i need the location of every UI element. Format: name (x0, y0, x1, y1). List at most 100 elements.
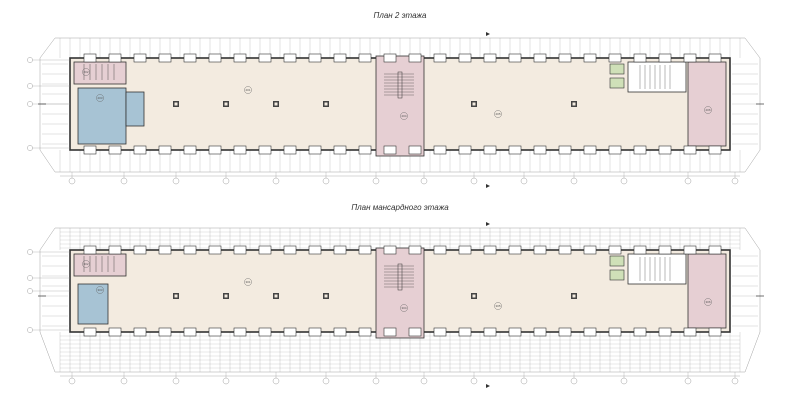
floor2-wc (609, 77, 625, 89)
floor2-wall-pier (508, 53, 522, 63)
attic-wall-pier (133, 327, 147, 337)
attic-room-tag (400, 304, 408, 312)
attic-blue-room (77, 283, 109, 325)
attic-wall-pier (183, 245, 197, 255)
attic-wall-pier (558, 327, 572, 337)
attic-stair-well (397, 263, 403, 291)
floor2-wall-pier (158, 53, 172, 63)
attic-row-axis-marker (27, 288, 33, 294)
attic-left-stair (73, 253, 127, 277)
attic-wall-pier (283, 327, 297, 337)
attic-wall-pier (708, 327, 722, 337)
attic-room-number: 305 (495, 304, 500, 308)
floor2-room-tag (704, 106, 712, 114)
attic-wall-pier (333, 327, 347, 337)
attic-axis-marker (731, 377, 739, 385)
floor2-wall-pier (83, 53, 97, 63)
floor2-room-number: 203 (97, 96, 102, 100)
attic-room-number: 304 (401, 306, 406, 310)
floor2-wall-pier (83, 145, 97, 155)
floor2-axis-marker (372, 177, 380, 185)
attic-wall-pier (633, 327, 647, 337)
attic-wc (609, 269, 625, 281)
attic-wall-pier (108, 245, 122, 255)
floor2-stair-well (397, 71, 403, 99)
floor2-axis-marker (731, 177, 739, 185)
floor2-wall-pier (633, 53, 647, 63)
floor2-wall-pier (333, 145, 347, 155)
attic-center-stair (375, 247, 425, 339)
attic-wall-pier (158, 245, 172, 255)
attic-axis-marker (68, 377, 76, 385)
attic-wall-pier (108, 327, 122, 337)
floor2-column-core (174, 102, 178, 106)
floor2-row-axis-marker (27, 101, 33, 107)
floor2-wall-pier (283, 145, 297, 155)
floor2-wall-pier (258, 145, 272, 155)
floor2-wall-pier (383, 53, 397, 63)
attic-room-tag (244, 278, 252, 286)
floor2-room-tag (494, 110, 502, 118)
floor2-axis-marker (620, 177, 628, 185)
floor2-column-core (324, 102, 328, 106)
attic-axis-marker (684, 377, 692, 385)
attic-wall-pier (258, 245, 272, 255)
floor2-section-mark (486, 184, 490, 188)
floor2-column-core (472, 102, 476, 106)
floor2-wall-pier (108, 145, 122, 155)
floor2-room-number: 201 (245, 88, 250, 92)
attic-wall-pier (683, 327, 697, 337)
floor2-room-tag (96, 94, 104, 102)
floor2-left-stair (73, 61, 127, 85)
floor2-wall-pier (408, 145, 422, 155)
floor2-wall-pier (608, 145, 622, 155)
attic-axis-marker (520, 377, 528, 385)
floor2-wall-pier (183, 53, 197, 63)
attic-row-axis-marker (27, 275, 33, 281)
attic-wall-pier (683, 245, 697, 255)
attic-wall-pier (533, 245, 547, 255)
floor2-title: План 2 этажа (373, 11, 427, 20)
floor2-room-number: 205 (495, 112, 500, 116)
attic-title: План мансардного этажа (351, 203, 449, 212)
floor2-wall-pier (658, 53, 672, 63)
floor2-wall-pier (158, 145, 172, 155)
floor2-blue-room-annex (125, 91, 145, 127)
attic-axis-marker (172, 377, 180, 385)
floor2-wall-pier (133, 145, 147, 155)
floor2-wall-pier (308, 53, 322, 63)
floor2-axis-marker (570, 177, 578, 185)
floor2-outline (39, 37, 761, 173)
floor2-axis-marker (120, 177, 128, 185)
floor2-wall-pier (683, 145, 697, 155)
floor2-column-core (572, 102, 576, 106)
floor2-axis-marker (470, 177, 478, 185)
floor2-wall-pier (358, 145, 372, 155)
attic-axis-marker (620, 377, 628, 385)
floor2-wall-pier (583, 145, 597, 155)
attic-wall-pier (458, 327, 472, 337)
attic-wall-pier (158, 327, 172, 337)
floor2-room-tag (400, 112, 408, 120)
floor2-axis-marker (684, 177, 692, 185)
floor2-wall-pier (608, 53, 622, 63)
attic-wall-pier (258, 327, 272, 337)
attic-wall-pier (83, 327, 97, 337)
attic-wall-pier (433, 245, 447, 255)
floor2-center-stair (375, 55, 425, 157)
floor2-wall-pier (408, 53, 422, 63)
floor2-axis-marker (68, 177, 76, 185)
floor2-wall-pier (333, 53, 347, 63)
attic-axis-marker (372, 377, 380, 385)
floor2-wall-pier (233, 145, 247, 155)
attic-axis-marker (272, 377, 280, 385)
floor2-wall-pier (258, 53, 272, 63)
floor2-wall-pier (533, 53, 547, 63)
floor2-room-number: 206 (705, 108, 710, 112)
floor2-wall-pier (633, 145, 647, 155)
floor2-blue-room (77, 87, 127, 145)
attic-axis-marker (222, 377, 230, 385)
floor2-row-axis-marker (27, 57, 33, 63)
attic-wall-pier (508, 327, 522, 337)
floor2-wall-pier (483, 145, 497, 155)
